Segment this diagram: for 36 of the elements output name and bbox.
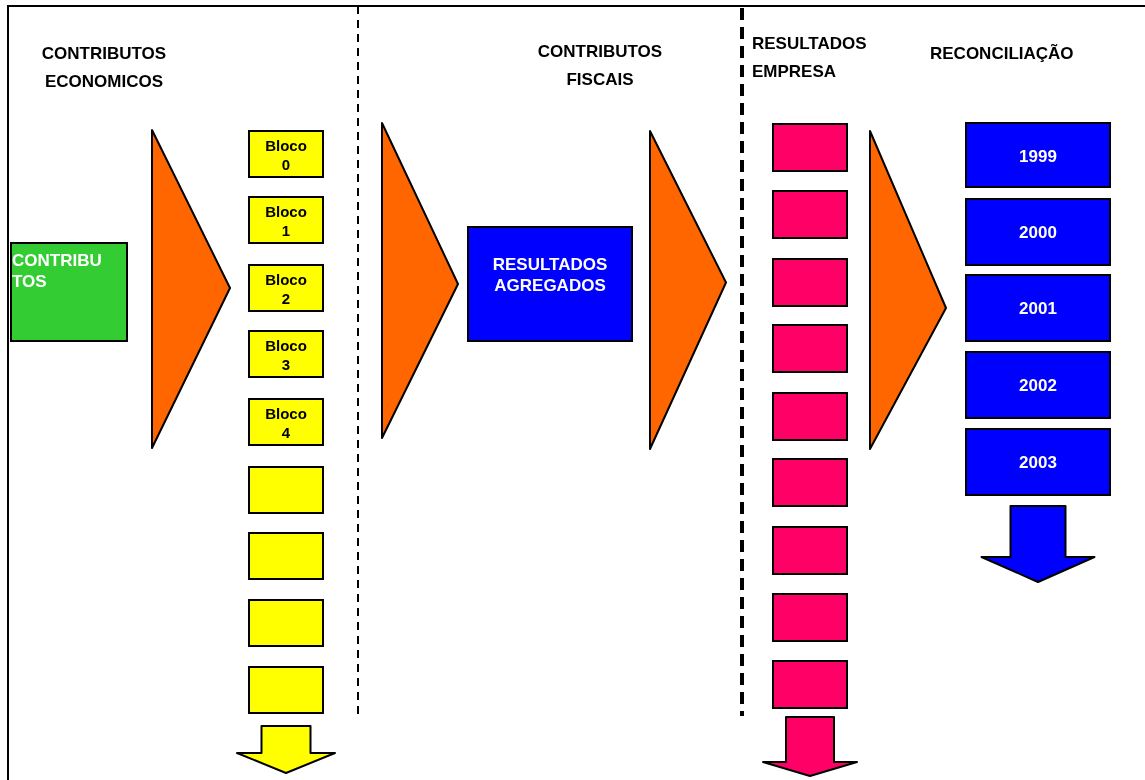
block-box: Bloco 4 bbox=[248, 398, 324, 446]
company-box bbox=[772, 660, 848, 709]
column-heading: RESULTADOS EMPRESA bbox=[752, 33, 868, 83]
company-box bbox=[772, 258, 848, 307]
block-arrow bbox=[980, 505, 1096, 583]
block-box: Bloco 0 bbox=[248, 130, 324, 178]
column-heading: CONTRIBUTOS ECONOMICOS bbox=[40, 43, 168, 93]
result-box: RESULTADOS AGREGADOS bbox=[467, 226, 633, 342]
company-box bbox=[772, 458, 848, 507]
block-box bbox=[248, 599, 324, 647]
block-box: Bloco 1 bbox=[248, 196, 324, 244]
block-arrow bbox=[236, 725, 336, 774]
company-box bbox=[772, 593, 848, 642]
chevron-arrow bbox=[151, 129, 231, 449]
company-box bbox=[772, 190, 848, 239]
chevron-arrow bbox=[649, 130, 727, 450]
block-box: Bloco 2 bbox=[248, 264, 324, 312]
year-box: 2003 bbox=[965, 428, 1111, 496]
year-box: 2002 bbox=[965, 351, 1111, 419]
chevron-arrow bbox=[381, 122, 459, 439]
chevron-arrow bbox=[869, 130, 947, 450]
company-box bbox=[772, 324, 848, 373]
year-box: 2000 bbox=[965, 198, 1111, 266]
column-heading: CONTRIBUTOS FISCAIS bbox=[536, 41, 664, 91]
input-box: CONTRIBUTOS bbox=[10, 242, 128, 342]
block-arrow bbox=[762, 716, 858, 777]
year-box: 1999 bbox=[965, 122, 1111, 188]
block-box bbox=[248, 666, 324, 714]
block-box: Bloco 3 bbox=[248, 330, 324, 378]
year-box: 2001 bbox=[965, 274, 1111, 342]
company-box bbox=[772, 392, 848, 441]
block-box bbox=[248, 466, 324, 514]
column-heading: RECONCILIAÇÃO bbox=[930, 43, 1075, 65]
company-box bbox=[772, 123, 848, 172]
block-box bbox=[248, 532, 324, 580]
company-box bbox=[772, 526, 848, 575]
